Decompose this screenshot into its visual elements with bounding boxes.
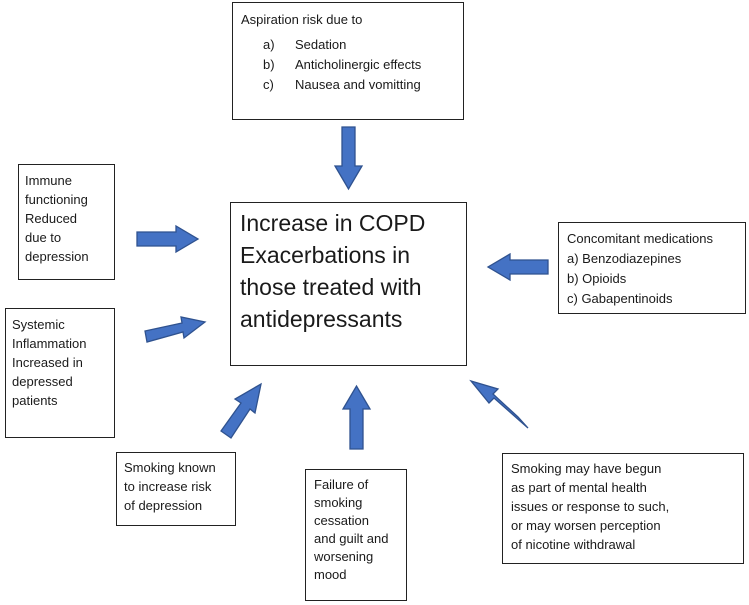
arrow-right-from-immune: [136, 224, 200, 254]
immune-functioning-box: Immune functioning Reduced due to depres…: [18, 164, 115, 280]
smoking-mental-health-box: Smoking may have begun as part of mental…: [502, 453, 744, 564]
concomitant-medications-box: Concomitant medications a) Benzodiazepin…: [558, 222, 746, 314]
aspiration-item: a) Sedation: [263, 37, 347, 52]
arrow-upright-from-smoking-depression: [220, 382, 262, 439]
aspiration-list: a) Sedation b) Anticholinergic effects c…: [241, 35, 455, 95]
aspiration-risk-box: Aspiration risk due to a) Sedation b) An…: [232, 2, 464, 120]
arrow-up-from-failure: [341, 384, 372, 450]
aspiration-item: c) Nausea and vomitting: [263, 77, 421, 92]
smoking-depression-box: Smoking known to increase risk of depres…: [116, 452, 236, 526]
systemic-inflammation-box: Systemic Inflammation Increased in depre…: [5, 308, 115, 438]
arrow-left-from-concomitant: [486, 252, 549, 282]
arrow-upleft-from-smoking-begun: [469, 379, 529, 429]
central-outcome-box: Increase in COPD Exacerbations in those …: [230, 202, 467, 366]
aspiration-title: Aspiration risk due to: [241, 12, 363, 27]
arrow-right-from-systemic: [144, 316, 207, 343]
aspiration-item: b) Anticholinergic effects: [263, 57, 422, 72]
arrow-down-from-aspiration: [333, 126, 364, 191]
cessation-failure-box: Failure of smoking cessation and guilt a…: [305, 469, 407, 601]
